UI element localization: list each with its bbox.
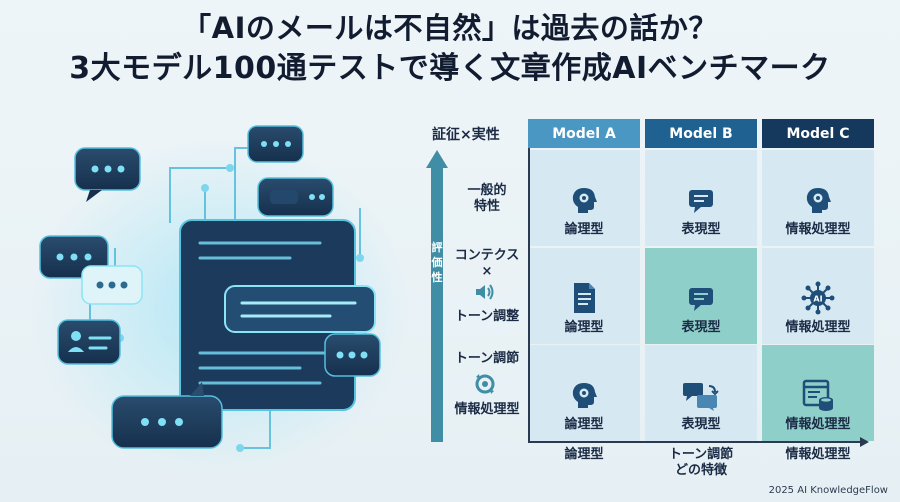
matrix-left-axis <box>528 148 530 443</box>
cell-r1-model-b: 表現型 <box>645 150 757 246</box>
cell-r1-model-c: 情報処理型 <box>762 150 874 246</box>
column-header-model-a: Model A <box>528 119 640 148</box>
cell-r3-model-a: 論理型 <box>528 345 640 441</box>
x-label-2: トーン調節 どの特徴 <box>668 447 734 478</box>
cell-label: 論理型 <box>564 320 604 335</box>
cell-label: 表現型 <box>681 320 721 335</box>
page-title: 「AIのメールは不自然」は過去の話か？ 3大モデル100通テストで導く文章作成A… <box>0 8 900 90</box>
y-axis-arrow <box>431 166 443 442</box>
chat-exchange-icon <box>683 383 719 411</box>
column-header-model-b: Model B <box>645 119 757 148</box>
row-label-1: 一般的 特性 <box>467 183 507 214</box>
matrix-top-label: 証征×実性 <box>432 127 500 143</box>
cell-label: 論理型 <box>564 417 604 432</box>
cell-r2-model-c: AI 情報処理型 <box>762 248 874 344</box>
title-line-1: 「AIのメールは不自然」は過去の話か？ <box>182 11 718 45</box>
y-axis-arrowhead <box>426 150 448 168</box>
column-header-model-c: Model C <box>762 119 874 148</box>
cell-r2-model-a: 論理型 <box>528 248 640 344</box>
cell-label: 情報処理型 <box>785 320 851 335</box>
x-axis-arrowhead <box>860 437 869 447</box>
cell-label: 情報処理型 <box>785 417 851 432</box>
cell-label: 情報処理型 <box>785 222 851 237</box>
cell-r3-model-c: 情報処理型 <box>762 345 874 441</box>
head-gear-icon <box>806 188 831 213</box>
ai-network-icon: AI <box>801 281 835 315</box>
cell-label: 論理型 <box>564 222 604 237</box>
cell-r2-model-b: 表現型 <box>645 248 757 344</box>
footer-credit: 2025 AI KnowledgeFlow <box>768 485 888 496</box>
title-line-2: 3大モデル100通テストで導く文章作成AIベンチマーク <box>69 51 831 86</box>
database-window-icon <box>802 379 833 411</box>
chat-bubble-icon <box>689 190 713 213</box>
row-label-2: コンテクス × <box>454 248 520 279</box>
cell-label: 表現型 <box>681 222 721 237</box>
cell-r3-model-b: 表現型 <box>645 345 757 441</box>
document-icon <box>574 283 595 313</box>
cell-label: 表現型 <box>681 417 721 432</box>
chat-network-illustration <box>30 125 410 478</box>
cell-r1-model-a: 論理型 <box>528 150 640 246</box>
head-gear-icon <box>572 188 597 213</box>
y-axis-label: 評 価 性 <box>431 241 443 284</box>
cycle-gear-icon <box>475 374 495 394</box>
row-label-3-top: トーン調節 <box>454 351 520 366</box>
chat-bubble-icon <box>689 288 713 311</box>
x-axis-line <box>530 441 862 443</box>
head-gear-icon <box>572 383 597 408</box>
svg-text:AI: AI <box>813 295 822 304</box>
row-label-2-bottom: トーン調整 <box>454 309 520 324</box>
x-label-3: 情報処理型 <box>785 447 851 462</box>
speaker-icon <box>476 284 494 300</box>
row-label-3-bottom: 情報処理型 <box>454 402 520 417</box>
x-label-1: 論理型 <box>564 447 604 462</box>
